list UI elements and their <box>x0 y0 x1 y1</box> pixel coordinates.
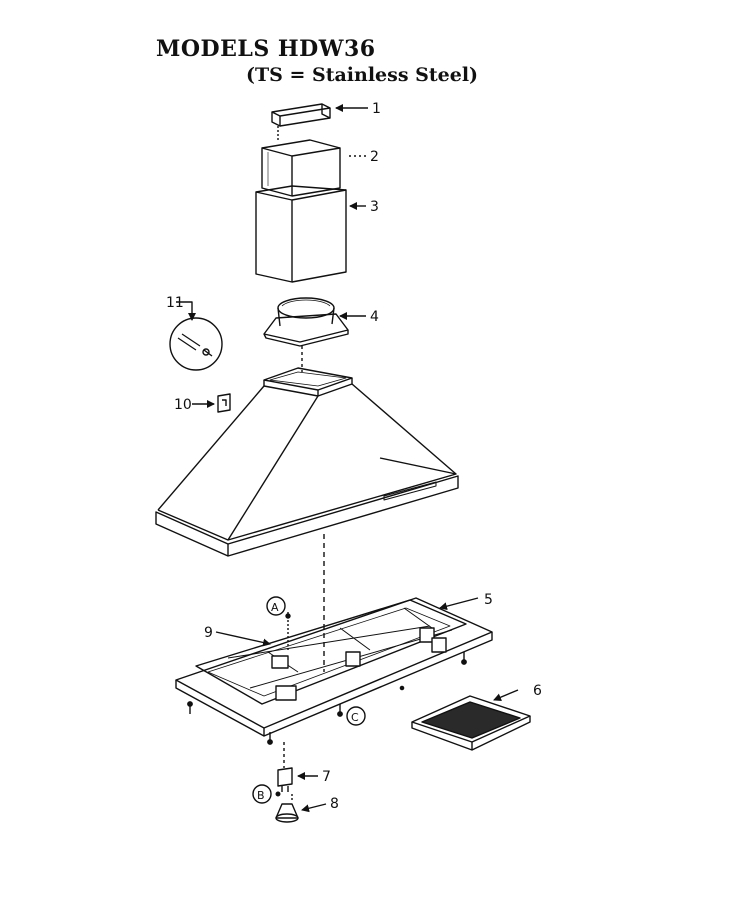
callout-4: 4 <box>370 309 379 325</box>
callout-7: 7 <box>322 769 331 785</box>
callout-3: 3 <box>370 199 379 215</box>
callout-8: 8 <box>330 796 339 812</box>
part-2-upper-chimney <box>261 139 341 197</box>
callout-a: A <box>271 601 279 614</box>
part-1-bracket <box>271 103 331 127</box>
part-7-lamp-socket <box>277 767 318 792</box>
callout-c: C <box>351 711 359 724</box>
part-3-lower-chimney <box>255 185 347 283</box>
hood-body <box>155 367 459 557</box>
callout-2: 2 <box>370 149 379 165</box>
callout-9: 9 <box>204 625 213 641</box>
callout-1: 1 <box>372 101 381 117</box>
callout-6: 6 <box>533 683 542 699</box>
part-4-blower-transition <box>263 297 349 347</box>
callout-10: 10 <box>174 397 192 413</box>
part-6-grease-filter <box>411 689 531 751</box>
part-5-filter-frame <box>175 597 493 737</box>
frame-clips <box>271 627 447 701</box>
part-11-screw-detail <box>169 301 223 371</box>
diagram-subtitle: (TS = Stainless Steel) <box>246 64 479 86</box>
callout-b: B <box>257 789 265 802</box>
part-8-light-cover <box>275 803 327 823</box>
frame-screws <box>187 652 467 745</box>
part-10-clip <box>192 393 231 413</box>
callout-5: 5 <box>484 592 493 608</box>
callout-11: 11 <box>166 295 184 311</box>
diagram-title: MODELS HDW36 <box>156 36 376 62</box>
